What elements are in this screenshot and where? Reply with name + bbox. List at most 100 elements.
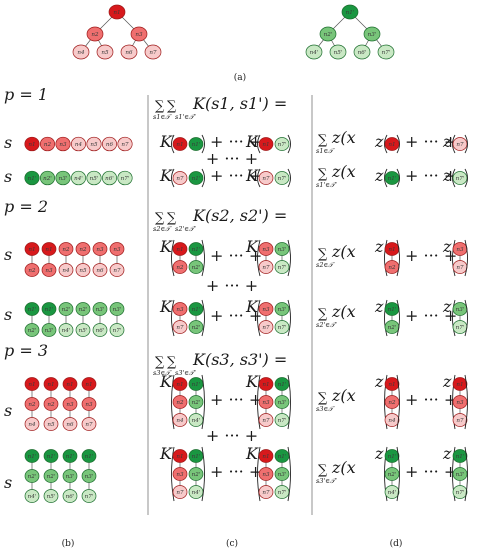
node-label: n5' bbox=[79, 328, 88, 334]
tree-node bbox=[55, 170, 71, 186]
tree-node bbox=[319, 26, 337, 42]
node-label: n1 bbox=[28, 382, 35, 388]
node-label: n7' bbox=[278, 325, 287, 331]
tree-node bbox=[274, 171, 290, 185]
tree-node bbox=[329, 44, 347, 60]
dots: + ··· + bbox=[210, 166, 262, 185]
right-paren bbox=[201, 168, 205, 188]
node-label: n7' bbox=[382, 50, 391, 56]
node-label: n6' bbox=[66, 494, 75, 500]
node-label: n6 bbox=[66, 422, 74, 428]
node-label: n7' bbox=[121, 176, 130, 182]
tree-node bbox=[24, 242, 40, 256]
tree-node bbox=[70, 170, 87, 186]
tree-node bbox=[43, 449, 59, 463]
node-label: n2' bbox=[47, 474, 56, 480]
node-label: n7' bbox=[456, 176, 465, 182]
node-label: n1 bbox=[176, 454, 183, 460]
dots: + ··· + bbox=[405, 132, 457, 151]
tree-node bbox=[384, 137, 400, 151]
tree-node bbox=[24, 417, 40, 431]
tree-node bbox=[92, 302, 108, 316]
node-label: n1' bbox=[47, 454, 56, 460]
node-label: n3 bbox=[66, 402, 74, 408]
kernel-term: K(s2, s2') = bbox=[192, 206, 287, 225]
node-label: n4 bbox=[176, 418, 184, 424]
node-label: n7 bbox=[262, 265, 270, 271]
tree-node bbox=[101, 170, 118, 186]
tree-node bbox=[274, 320, 290, 334]
sum-index: s1'∈𝒯' bbox=[316, 181, 337, 189]
node-label: n7 bbox=[113, 268, 121, 274]
node-label: n1 bbox=[388, 247, 395, 253]
p-label: p = 2 bbox=[4, 197, 48, 216]
tree-node bbox=[58, 242, 74, 256]
right-paren bbox=[464, 168, 468, 188]
kernel-term: K(s1, s1') = bbox=[192, 94, 287, 113]
dots: + ··· + bbox=[206, 426, 258, 445]
tree-node bbox=[109, 242, 125, 256]
sum-index: s3'∈𝒯' bbox=[316, 477, 337, 485]
tree-node bbox=[258, 320, 274, 334]
node-label: n1 bbox=[262, 142, 269, 148]
z-term: z(x bbox=[331, 302, 356, 321]
tree-node bbox=[81, 469, 97, 483]
sum-sign: ∑ bbox=[318, 133, 328, 148]
kernel-k: K bbox=[159, 372, 173, 391]
z-func: z bbox=[374, 444, 384, 463]
tree-node bbox=[41, 323, 57, 337]
right-paren bbox=[464, 374, 468, 430]
node-label: n2 bbox=[388, 400, 396, 406]
node-label: n2' bbox=[192, 265, 201, 271]
tree-node bbox=[117, 170, 133, 186]
right-paren bbox=[287, 299, 291, 337]
s-label: s bbox=[4, 401, 12, 420]
tree-node bbox=[39, 170, 56, 186]
node-label: n1 bbox=[113, 10, 120, 16]
sum-index: s2∈𝒯 bbox=[153, 225, 172, 233]
node-label: n1' bbox=[278, 382, 287, 388]
sum-index: s2∈𝒯 bbox=[316, 261, 335, 269]
right-paren bbox=[201, 446, 205, 502]
node-label: n7 bbox=[85, 422, 93, 428]
node-label: n1' bbox=[85, 454, 94, 460]
kernel-k: K bbox=[245, 132, 259, 151]
tree-node bbox=[109, 263, 125, 277]
node-label: n5 bbox=[79, 268, 87, 274]
panel-label-c: (c) bbox=[226, 538, 238, 549]
sum-sign: ∑ bbox=[167, 99, 177, 114]
node-label: n2' bbox=[324, 32, 333, 38]
node-label: n4' bbox=[74, 176, 83, 182]
tree-node bbox=[75, 323, 91, 337]
tree-node bbox=[120, 44, 138, 60]
node-label: n1 bbox=[85, 382, 92, 388]
right-paren bbox=[464, 299, 468, 337]
node-label: n5 bbox=[47, 422, 55, 428]
kernel-k: K bbox=[159, 237, 173, 256]
sum-index: s1∈𝒯 bbox=[153, 113, 172, 121]
tree-node bbox=[55, 136, 71, 152]
right-paren bbox=[464, 239, 468, 277]
node-label: n3 bbox=[262, 472, 270, 478]
tree-node bbox=[70, 136, 87, 152]
node-label: n6 bbox=[96, 268, 104, 274]
node-label: n7 bbox=[149, 50, 157, 56]
tree-node bbox=[384, 485, 400, 499]
z-func: z bbox=[442, 297, 452, 316]
tree-node bbox=[341, 4, 359, 20]
left-paren bbox=[452, 374, 456, 430]
node-label: n3 bbox=[59, 142, 67, 148]
sum-sign: ∑ bbox=[318, 391, 328, 406]
node-label: n3' bbox=[59, 176, 68, 182]
node-label: n1' bbox=[388, 307, 397, 313]
node-label: n1 bbox=[28, 247, 35, 253]
sum-sign: ∑ bbox=[167, 355, 177, 370]
left-paren bbox=[257, 446, 261, 502]
z-func: z bbox=[442, 444, 452, 463]
node-label: n5' bbox=[334, 50, 343, 56]
left-paren bbox=[452, 299, 456, 337]
node-label: n1 bbox=[176, 142, 183, 148]
node-label: n3 bbox=[262, 247, 270, 253]
tree-node bbox=[109, 323, 125, 337]
left-paren bbox=[257, 299, 261, 337]
